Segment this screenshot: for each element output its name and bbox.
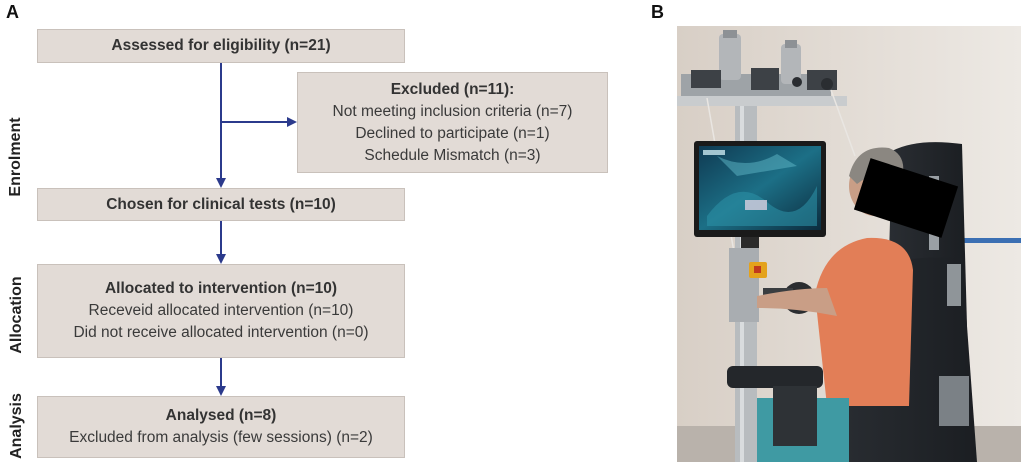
allocated-line: Receveid allocated intervention (n=10): [88, 302, 354, 319]
excluded-title: Excluded (n=11):: [390, 80, 515, 98]
excluded-line: Not meeting inclusion criteria (n=7): [332, 102, 573, 120]
box-chosen-clinical-tests: Chosen for clinical tests (n=10): [37, 188, 405, 221]
allocated-title: Allocated to intervention (n=10): [104, 280, 338, 297]
box-excluded: Excluded (n=11): Not meeting inclusion c…: [297, 72, 608, 173]
analysed-title: Analysed (n=8): [165, 407, 277, 424]
box-allocated-intervention: Allocated to intervention (n=10) Recevei…: [37, 264, 405, 358]
excluded-line: Schedule Mismatch (n=3): [364, 146, 541, 164]
assessed-text: Assessed for eligibility (n=21): [111, 37, 331, 54]
patient-device-photo: [677, 26, 1021, 462]
box-assessed-eligibility: Assessed for eligibility (n=21): [37, 29, 405, 63]
analysed-line: Excluded from analysis (few sessions) (n…: [69, 429, 373, 446]
panel-label-a: A: [6, 2, 19, 22]
box-analysed: Analysed (n=8) Excluded from analysis (f…: [37, 396, 405, 458]
excluded-line: Declined to participate (n=1): [355, 124, 550, 142]
allocated-line: Did not receive allocated intervention (…: [73, 324, 369, 341]
panel-label-b: B: [651, 2, 664, 22]
chosen-text: Chosen for clinical tests (n=10): [106, 195, 336, 213]
